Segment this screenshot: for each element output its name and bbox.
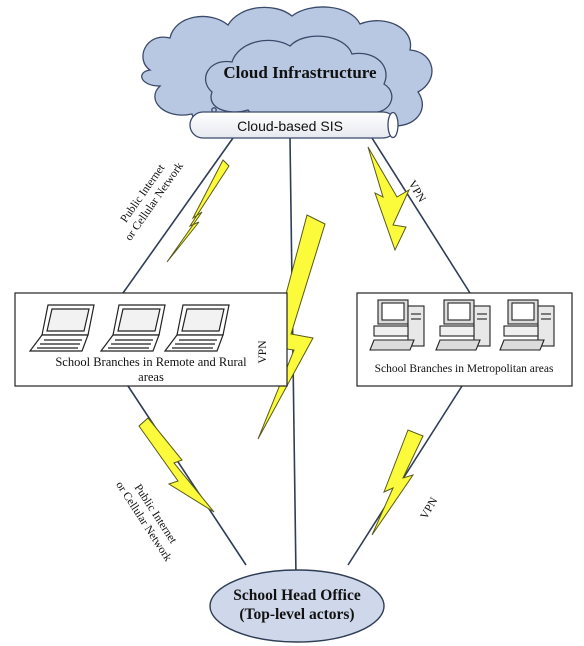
bolt-vpn-upper-right-icon — [367, 146, 411, 252]
sis-cylinder — [189, 111, 399, 139]
sis-label: Cloud-based SIS — [237, 118, 343, 134]
label-vpn-center: VPN — [257, 340, 269, 364]
head-office-line2: (Top-level actors) — [239, 606, 354, 623]
head-office-line1: School Head Office — [233, 587, 361, 604]
lightning-bolts — [138, 146, 424, 536]
bolt-public-internet-upper-icon — [166, 159, 230, 263]
metro-branches-label: School Branches in Metropolitan areas — [375, 363, 554, 375]
head-office-ellipse — [209, 569, 385, 643]
link-metro-head — [347, 385, 463, 566]
cloud-title: Cloud Infrastructure — [223, 63, 377, 82]
cloud-infrastructure — [141, 6, 433, 138]
laptops — [28, 304, 230, 352]
label-metro-head: VPN — [418, 495, 440, 522]
bolt-vpn-lower-right-icon — [371, 429, 424, 536]
label-cloud-metro: VPN — [406, 179, 428, 206]
link-remote-head — [127, 385, 247, 566]
label-cloud-head: VPN — [257, 340, 269, 364]
sis-cylinder-end-icon — [387, 111, 399, 139]
bolt-public-internet-lower-icon — [138, 417, 215, 513]
label-vpn-lower-right: VPN — [418, 495, 440, 522]
remote-branches-label-line1: School Branches in Remote and Rural — [55, 355, 247, 369]
laptop-icon — [28, 304, 95, 352]
link-cloud-metro — [371, 137, 471, 294]
desktop-computer-icon — [369, 299, 425, 351]
link-cloud-remote — [122, 137, 234, 294]
desktop-computer-icon — [499, 299, 555, 351]
label-cloud-remote: Public Internet or Cellular Network — [119, 160, 187, 243]
desktop-computer-icon — [435, 299, 491, 351]
remote-branches-label-line2: areas — [138, 370, 164, 384]
desktops — [369, 299, 555, 351]
label-vpn-upper-right: VPN — [406, 179, 428, 206]
laptop-icon — [99, 304, 166, 352]
laptop-icon — [163, 304, 230, 352]
